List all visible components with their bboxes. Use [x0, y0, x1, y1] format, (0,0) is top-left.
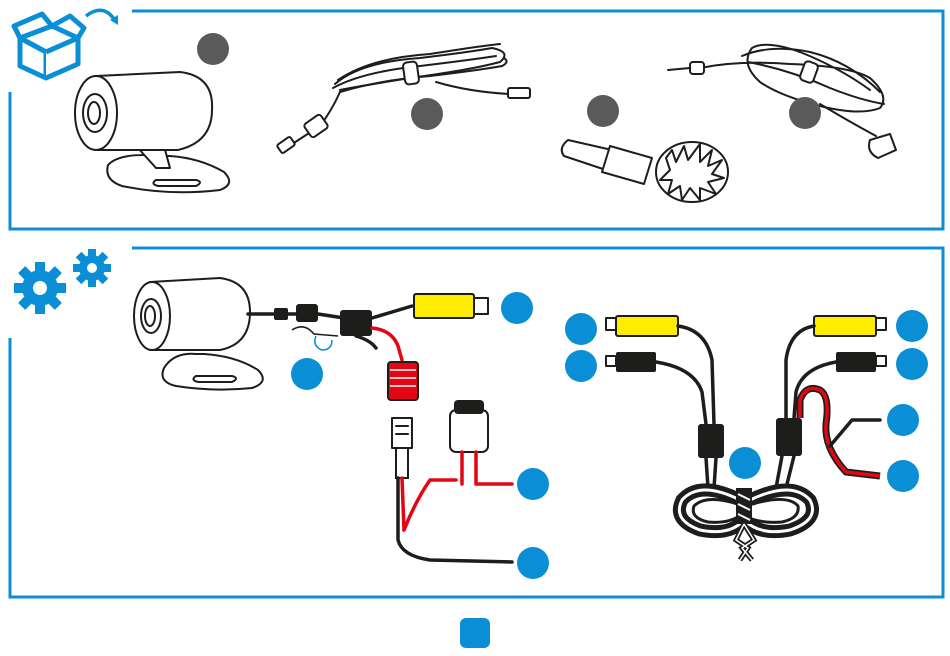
- open-box-icon: [14, 10, 118, 78]
- left-badge-power-red: [517, 468, 549, 500]
- right-badge-yellow-right: [896, 310, 928, 342]
- item-badge-1: [197, 33, 229, 65]
- right-badge-coil: [729, 447, 761, 479]
- item-badge-3: [587, 95, 619, 127]
- extension-cable-item: [277, 44, 530, 154]
- item-badge-2: [411, 98, 443, 130]
- camera-item: [75, 72, 229, 192]
- cable-coil: [679, 488, 812, 560]
- left-badge-ground: [517, 547, 549, 579]
- right-badge-black-left: [565, 350, 597, 382]
- right-badge-red-wire: [887, 460, 919, 492]
- power-cable-item: [668, 45, 896, 158]
- right-badge-yellow-left: [565, 313, 597, 345]
- left-badge-video-out: [501, 292, 533, 324]
- right-badge-black-right: [896, 348, 928, 380]
- camera-wiring-assembly: [134, 278, 512, 562]
- gears-icon: [14, 249, 111, 314]
- page-marker: [460, 618, 490, 648]
- item-badge-4: [789, 97, 821, 129]
- left-badge-camera: [291, 358, 323, 390]
- right-badge-ground-wire: [887, 404, 919, 436]
- av-cable-assembly: [606, 316, 886, 560]
- hole-saw-drill-bit-item: [562, 140, 728, 202]
